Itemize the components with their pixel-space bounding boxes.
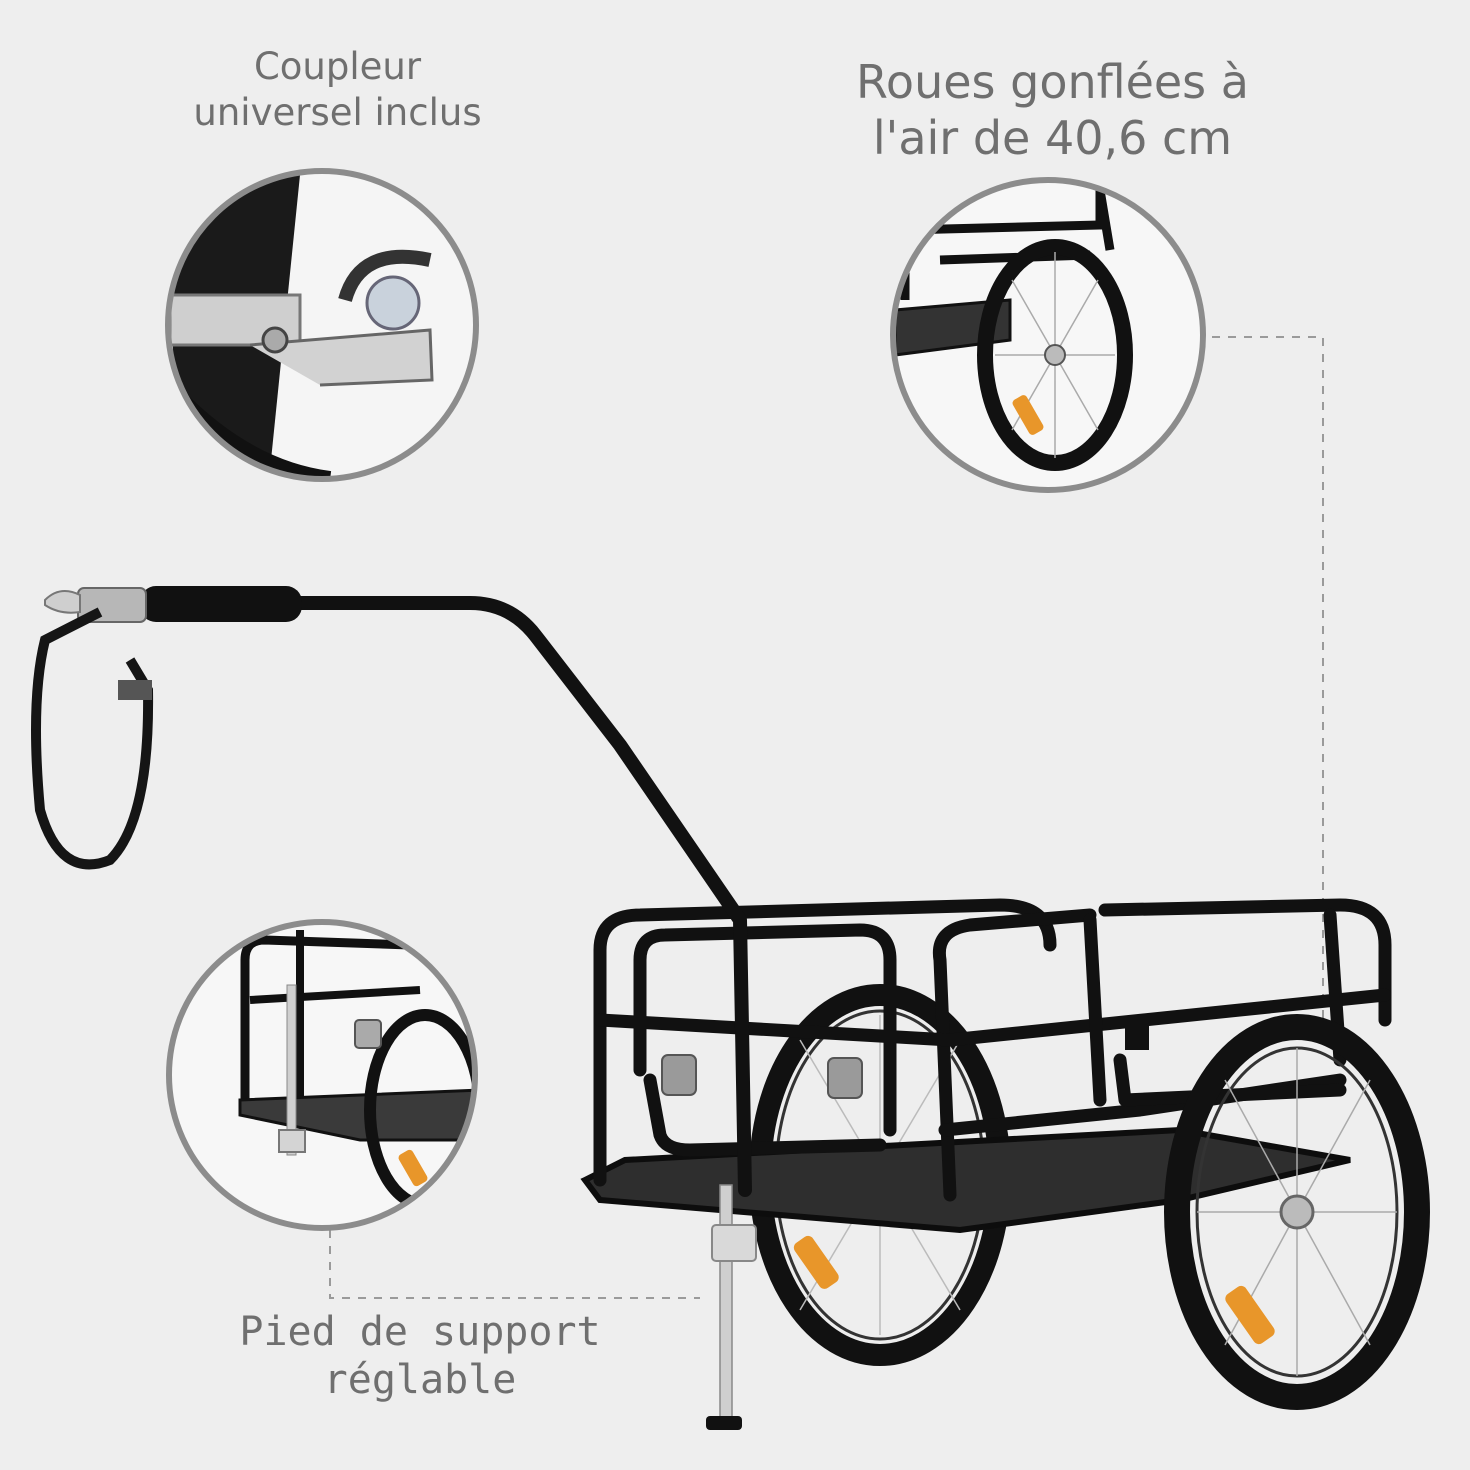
cargo-frame xyxy=(593,898,1392,1202)
connector-lines xyxy=(329,336,1324,1299)
wheel-connector-line xyxy=(1212,336,1324,1020)
coupler-caption: Coupleur universel inclus xyxy=(150,44,525,136)
stand-caption-line1: Pied de support xyxy=(239,1309,601,1355)
frame-clamp-icon xyxy=(827,1057,863,1099)
frame-clamp-icon xyxy=(661,1054,697,1096)
reflector-icon xyxy=(793,1235,839,1289)
safety-strap xyxy=(31,607,154,870)
coupler-caption-line2: universel inclus xyxy=(193,91,482,134)
bike-trailer xyxy=(31,586,1430,1430)
frame-bracket-icon xyxy=(1125,1020,1149,1050)
strap-buckle-icon xyxy=(118,680,152,700)
wheel-hub-icon xyxy=(1279,1194,1315,1230)
adjustable-stand xyxy=(706,1184,757,1430)
front-right-wheel xyxy=(1164,1014,1430,1410)
tow-bar xyxy=(133,586,752,1197)
coupler-caption-line1: Coupleur xyxy=(253,45,422,88)
wheels-caption: Roues gonflées à l'air de 40,6 cm xyxy=(800,54,1305,166)
wheels-caption-line1: Roues gonflées à xyxy=(856,55,1249,109)
reflector-icon xyxy=(1225,1285,1275,1345)
coupler-detail-view xyxy=(165,168,479,482)
wheel-detail-view xyxy=(890,177,1206,493)
stand-caption-line2: réglable xyxy=(323,1357,517,1403)
stand-connector-line xyxy=(329,1230,700,1299)
stand-caption: Pied de support réglable xyxy=(200,1308,640,1404)
stand-detail-view xyxy=(166,919,478,1231)
wheels-caption-line2: l'air de 40,6 cm xyxy=(872,111,1233,165)
handle-grip xyxy=(140,586,302,622)
